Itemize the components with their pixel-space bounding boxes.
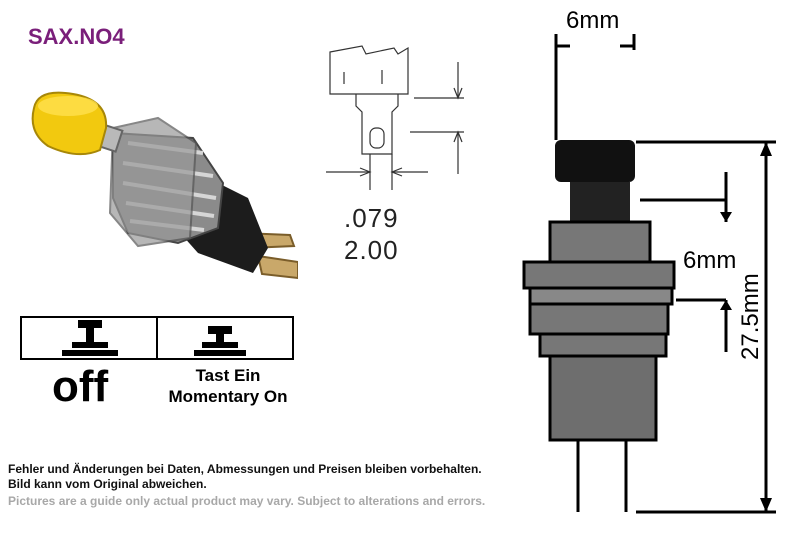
button-pressed-icon <box>194 326 246 356</box>
bushing-dimension-label: 6mm <box>683 247 737 274</box>
terminal-dimension-drawing <box>326 45 464 190</box>
on-state-label-en: Momentary On <box>168 387 288 406</box>
terminal-width-mm: 2.00 <box>344 235 399 265</box>
disclaimer-de-line2: Bild kann vom Original abweichen. <box>8 477 207 491</box>
disclaimer-en: Pictures are a guide only actual product… <box>8 494 486 508</box>
switch-state-table <box>20 316 294 360</box>
switch-technical-drawing <box>522 34 776 514</box>
off-state-cell <box>22 318 156 358</box>
product-code: SAX.NO4 <box>28 24 125 49</box>
on-state-label-de: Tast Ein <box>195 366 261 385</box>
disclaimer-de-line1: Fehler und Änderungen bei Daten, Abmessu… <box>8 462 482 476</box>
terminal-width-inch: .079 <box>344 203 399 233</box>
off-state-label: off <box>52 362 109 411</box>
product-photo <box>31 91 298 280</box>
button-released-icon <box>62 320 118 356</box>
height-dimension-label: 27.5mm <box>737 273 764 360</box>
on-state-cell <box>156 318 292 358</box>
width-dimension-label: 6mm <box>566 7 620 34</box>
